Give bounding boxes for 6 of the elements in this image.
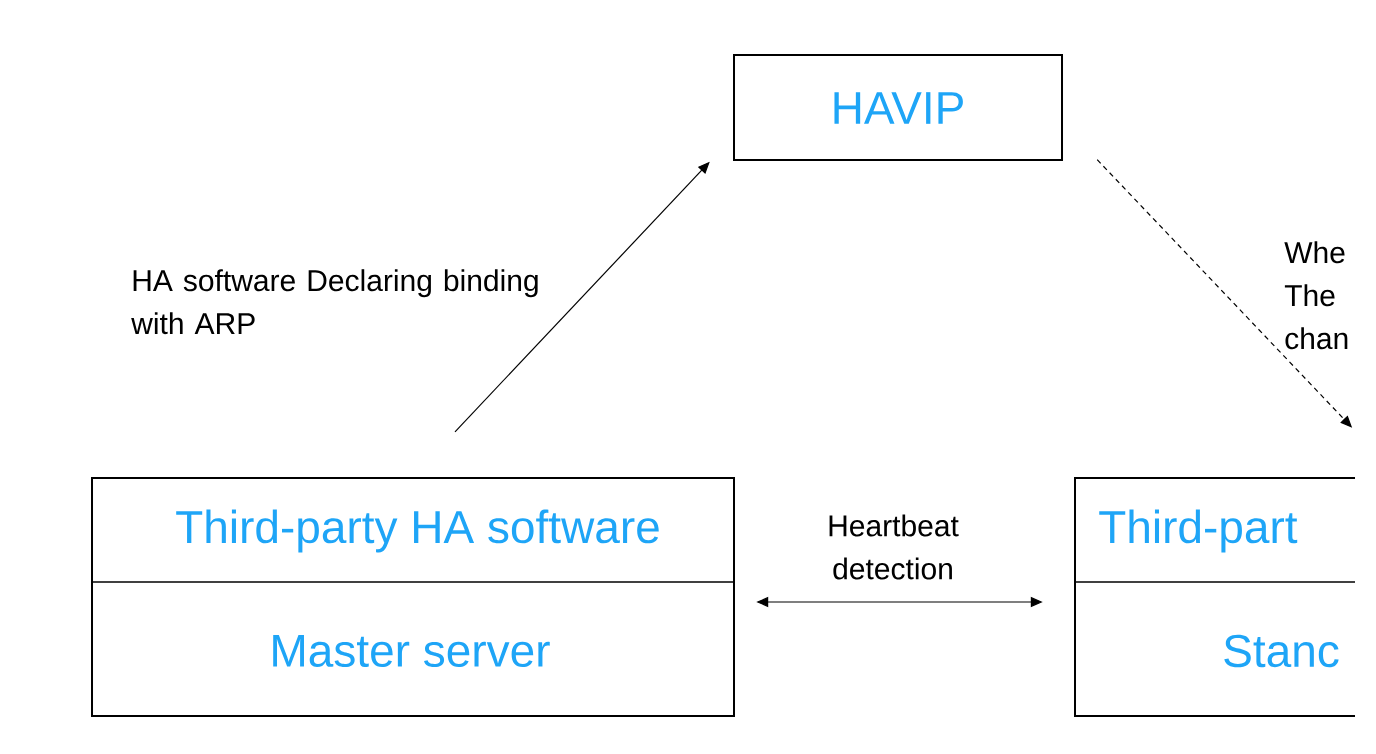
server-box: Third-party HA software Master server xyxy=(91,477,735,717)
edge-label: Heartbeat detection xyxy=(829,514,959,580)
address-box: HAVIP xyxy=(733,54,1063,161)
edge-label: Whe The chan xyxy=(1284,241,1348,350)
server-box: Third-part Stanc xyxy=(1074,477,1356,717)
edge-label: HA software Declaring binding with ARP xyxy=(131,269,538,335)
